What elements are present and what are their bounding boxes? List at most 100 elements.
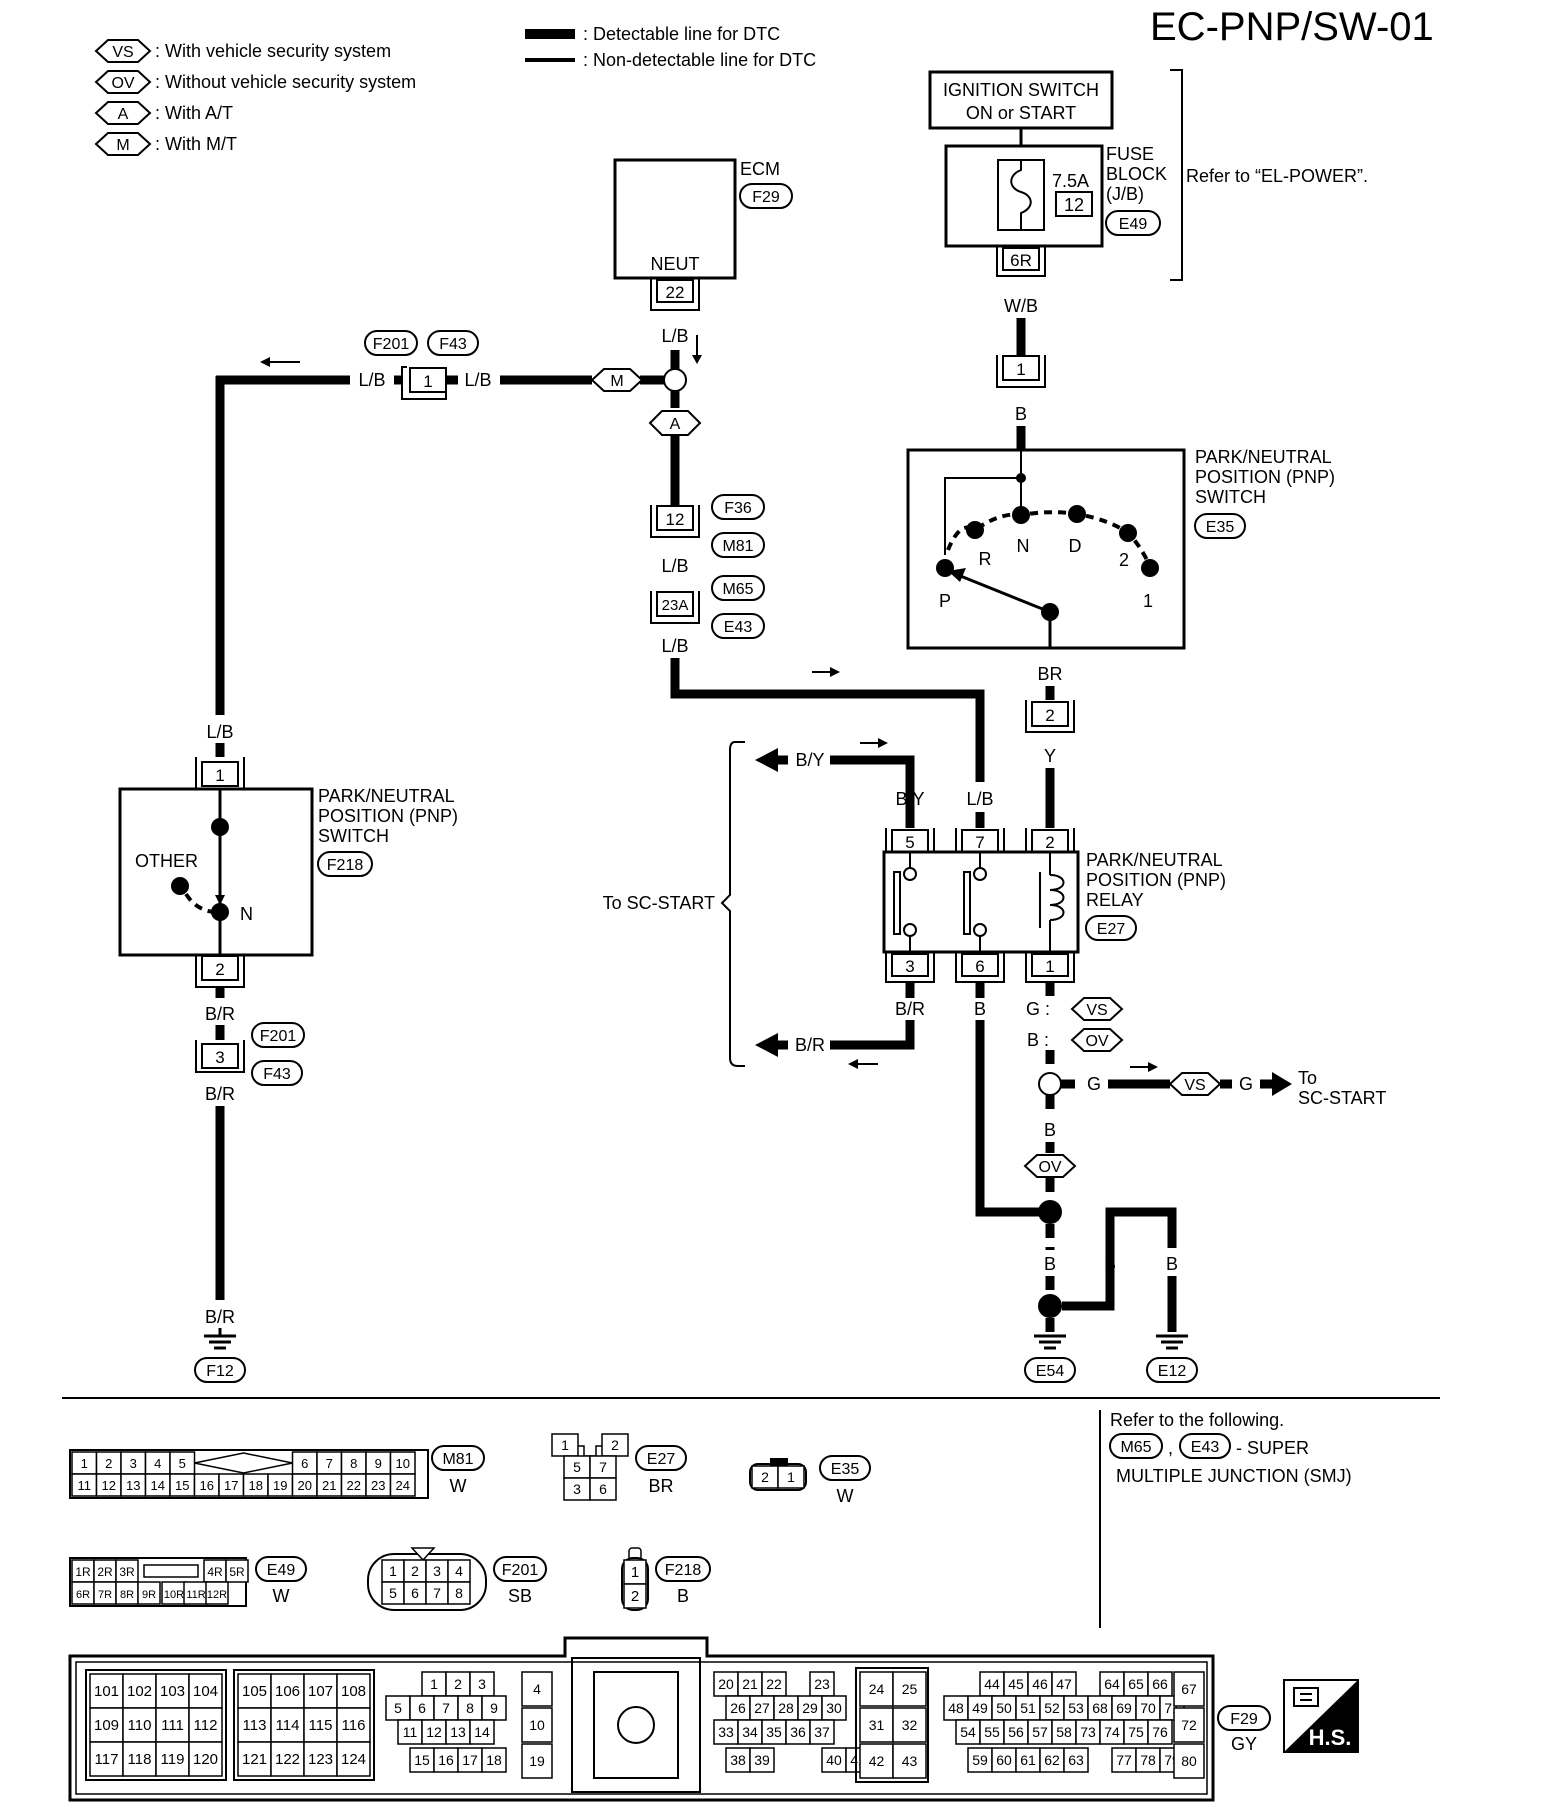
connector-f201-f43-pin3: 3 F201 F43 — [195, 1022, 305, 1086]
svg-text:L/B: L/B — [661, 326, 688, 346]
ground-e12: E12 — [1146, 1334, 1198, 1383]
m-badge: M — [590, 368, 644, 392]
svg-text:BR: BR — [1037, 664, 1062, 684]
svg-text:W/B: W/B — [1004, 296, 1038, 316]
connector-pin-label: 64 — [1104, 1676, 1120, 1692]
connector-pin-label: 10 — [396, 1456, 410, 1471]
ignition-switch: IGNITION SWITCH ON or START — [928, 70, 1114, 130]
connector-pin-label: 11R — [186, 1589, 205, 1601]
svg-text:OV: OV — [1085, 1033, 1108, 1050]
svg-text:Refer to the following.: Refer to the following. — [1110, 1410, 1284, 1430]
connector-pin-label: 2 — [454, 1676, 462, 1692]
connector-pin-label: 46 — [1032, 1676, 1048, 1692]
ecm-box: NEUT ECM F29 — [613, 158, 793, 280]
connector-pin-label: 1 — [389, 1563, 397, 1579]
connector-pin-label: 4R — [207, 1565, 223, 1579]
svg-text:ECM: ECM — [740, 159, 780, 179]
connector-pin-label: 8 — [455, 1585, 463, 1601]
svg-text:B/Y: B/Y — [795, 750, 824, 770]
svg-text:B: B — [974, 999, 986, 1019]
svg-text:F201: F201 — [502, 1562, 539, 1579]
svg-text:R: R — [979, 549, 992, 569]
svg-text:2: 2 — [1045, 706, 1054, 725]
legend-ov-desc: : Without vehicle security system — [155, 72, 416, 92]
connector-pin-label: 7R — [98, 1589, 112, 1601]
legend-item-a: A : With A/T — [94, 101, 233, 125]
sc-start-bracket — [720, 741, 745, 1067]
svg-text:6R: 6R — [1010, 251, 1032, 270]
svg-text:1: 1 — [423, 372, 432, 391]
connector-pin-label: 120 — [193, 1751, 218, 1768]
connector-f218-pin2: 2 — [195, 955, 245, 988]
svg-text:B/R: B/R — [795, 1035, 825, 1055]
connector-pin-label: 11 — [403, 1724, 418, 1740]
connector-pin-label: 35 — [766, 1724, 782, 1740]
svg-text:- SUPER: - SUPER — [1236, 1438, 1309, 1458]
svg-text:N: N — [1017, 536, 1030, 556]
svg-text:VS: VS — [1086, 1002, 1107, 1019]
svg-text:12: 12 — [666, 510, 685, 529]
connector-pin-label: 73 — [1080, 1724, 1096, 1740]
pnp-switch-e35: P R N D 2 1 — [906, 448, 1186, 650]
svg-text:Y: Y — [1044, 746, 1056, 766]
svg-text:To: To — [1298, 1068, 1317, 1088]
connector-pin-label: 52 — [1044, 1700, 1060, 1716]
connector-pin-label: 9 — [490, 1700, 498, 1716]
svg-text:P: P — [939, 591, 951, 611]
svg-text:B: B — [677, 1586, 689, 1606]
svg-text:22: 22 — [666, 283, 685, 302]
svg-text:L/B: L/B — [358, 370, 385, 390]
svg-text:BLOCK: BLOCK — [1106, 164, 1167, 184]
svg-text:L/B: L/B — [661, 556, 688, 576]
hs-badge: H.S. — [1283, 1679, 1359, 1753]
connector-pin-label: 19 — [529, 1753, 545, 1769]
svg-text:B/R: B/R — [895, 999, 925, 1019]
connector-pin-label: 117 — [95, 1751, 119, 1768]
connector-pin-label: 34 — [742, 1724, 758, 1740]
connector-pin-label: 6R — [76, 1589, 90, 1601]
connector-pin-label: 102 — [127, 1683, 152, 1700]
svg-text:7: 7 — [975, 833, 984, 852]
connector-pin-label: 8 — [466, 1700, 474, 1716]
connector-pin-label: 5 — [389, 1585, 397, 1601]
connector-pin-label: 4 — [533, 1681, 541, 1697]
connector-pin-label: 13 — [450, 1724, 466, 1740]
connector-pin-label: 1 — [561, 1437, 569, 1453]
connector-pin-label: 15 — [175, 1478, 189, 1493]
svg-text:L/B: L/B — [464, 370, 491, 390]
legend-lines: : Detectable line for DTC : Non-detectab… — [525, 24, 816, 70]
svg-text:GY: GY — [1231, 1734, 1257, 1754]
connector-pin-label: 74 — [1104, 1724, 1120, 1740]
connector-pin-label: 9R — [142, 1589, 156, 1601]
connector-pin-label: 6 — [411, 1585, 419, 1601]
connector-view-f218: 12 — [621, 1547, 649, 1611]
connector-pin-label: 15 — [414, 1752, 430, 1768]
svg-text:3: 3 — [905, 957, 914, 976]
connector-pin-label: 5 — [179, 1456, 186, 1471]
connector-pin1-top: 1 — [996, 355, 1046, 388]
svg-text:G: G — [1087, 1074, 1101, 1094]
coil-icon — [1049, 874, 1065, 921]
connector-pin-label: 44 — [984, 1676, 1000, 1692]
svg-text:(J/B): (J/B) — [1106, 184, 1144, 204]
svg-text:B/R: B/R — [205, 1004, 235, 1024]
relay-pin2: 2 — [1025, 828, 1075, 853]
svg-text:W: W — [450, 1476, 467, 1496]
connector-pin-label: 12 — [426, 1724, 442, 1740]
svg-text:23A: 23A — [662, 597, 689, 614]
svg-text:M: M — [116, 137, 129, 154]
connector-pin-label: 2 — [611, 1437, 619, 1453]
connector-pin-label: 6 — [599, 1481, 607, 1497]
svg-text:W: W — [273, 1586, 290, 1606]
svg-text:F29: F29 — [1230, 1711, 1258, 1728]
connector-pin-label: 20 — [298, 1478, 312, 1493]
svg-text:ON or START: ON or START — [966, 103, 1076, 123]
connector-pin-label: 105 — [242, 1683, 267, 1700]
connector-pin-label: 113 — [243, 1717, 267, 1734]
connector-pin-label: 5R — [229, 1565, 245, 1579]
connector-pin-label: 10 — [529, 1717, 545, 1733]
svg-text:3: 3 — [215, 1048, 224, 1067]
